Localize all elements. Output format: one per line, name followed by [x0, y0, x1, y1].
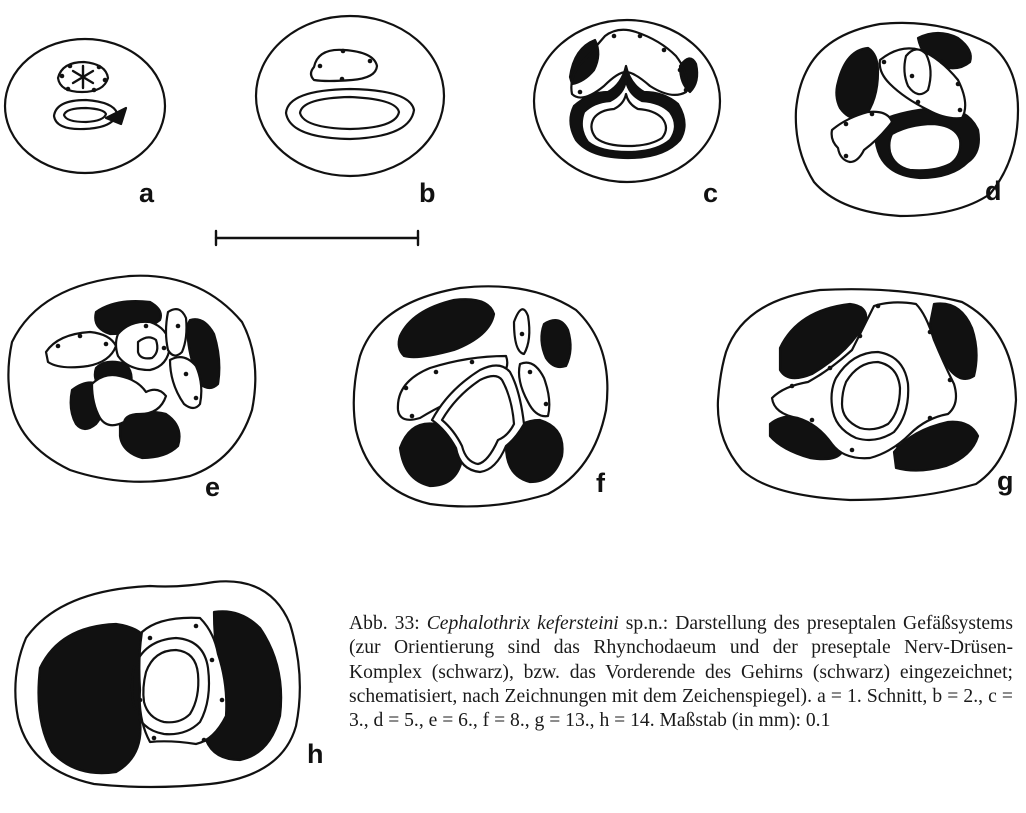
panel-label-f: f: [596, 470, 605, 497]
panel-label-a: a: [139, 180, 154, 207]
section-b: [256, 16, 444, 176]
section-c: [534, 20, 720, 182]
section-g: [718, 289, 1016, 500]
section-e: [8, 276, 255, 482]
scale-bar: [216, 231, 418, 245]
panel-label-g: g: [997, 468, 1014, 495]
figure-caption: Abb. 33: Cephalothrix kefersteini sp.n.:…: [349, 612, 1013, 733]
panel-label-h: h: [307, 741, 324, 768]
section-a: [5, 39, 165, 173]
caption-prefix: Abb. 33:: [349, 613, 427, 634]
section-h: [15, 581, 300, 787]
panel-label-d: d: [985, 178, 1002, 205]
caption-taxon: Cephalothrix kefersteini: [427, 613, 619, 634]
section-f: [354, 286, 608, 506]
panel-label-e: e: [205, 474, 220, 501]
panel-label-c: c: [703, 180, 718, 207]
panel-label-b: b: [419, 180, 436, 207]
